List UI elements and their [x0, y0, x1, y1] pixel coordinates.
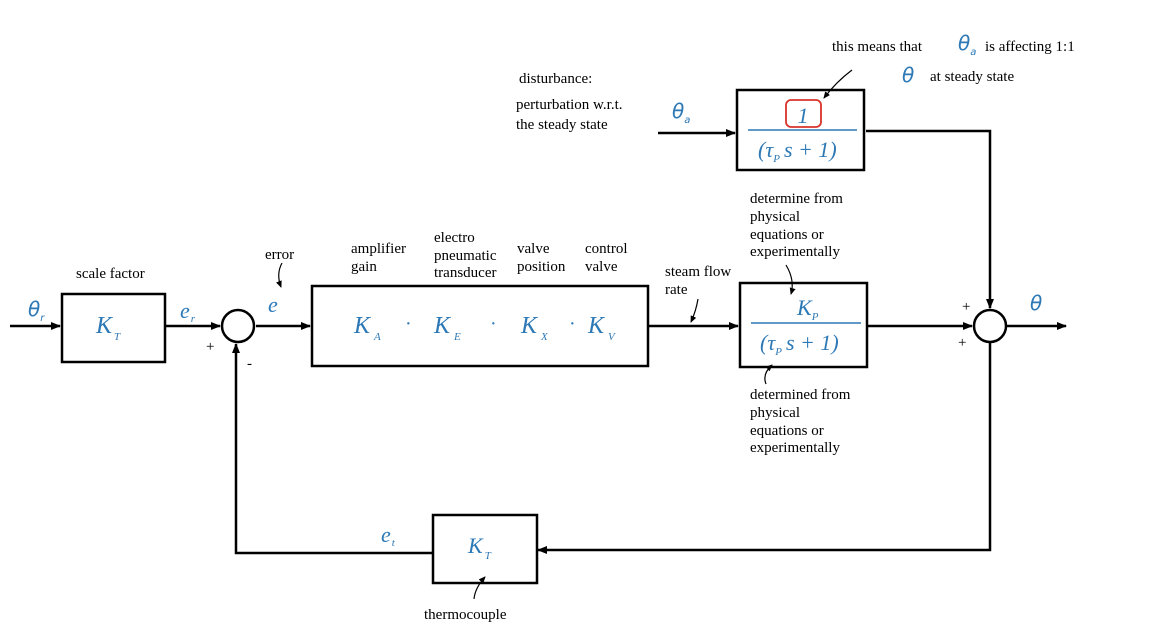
signal-e-t: et [381, 522, 396, 549]
signal-theta-output: θ [1030, 291, 1042, 315]
numerator-highlight [785, 99, 822, 128]
signal-theta-r: θr [28, 297, 45, 324]
pointer-determine [785, 264, 796, 295]
control-valve-label-2: valve [585, 259, 618, 275]
signal-e: e [268, 292, 278, 317]
scale-factor-label: scale factor [76, 266, 145, 282]
disturbance-block [735, 88, 866, 172]
determine-label-3: equations or [750, 227, 824, 243]
sign-plus-disturbance: + [962, 299, 970, 315]
gain-chain-block [310, 284, 650, 368]
signal-theta-a: θa [672, 99, 690, 126]
sign-plus-process: + [958, 335, 966, 351]
sign-minus-feedback: - [247, 356, 252, 372]
error-label: error [265, 247, 294, 263]
disturbance-line1: perturbation w.r.t. [516, 97, 623, 113]
determine-label-2: physical [750, 209, 800, 225]
transducer-label-1: electro [434, 230, 475, 246]
summing-junction-error [220, 308, 256, 344]
note-theta: θ [902, 63, 914, 87]
determined-label-4: experimentally [750, 440, 840, 456]
determined-label-3: equations or [750, 423, 824, 439]
signal-e-r: er [180, 298, 196, 325]
note-theta-a: θa [958, 31, 976, 58]
control-valve-label-1: control [585, 241, 628, 257]
pointer-arrows [276, 69, 853, 600]
thermocouple-block [431, 513, 539, 585]
pointer-steam-flow [690, 298, 699, 323]
thermocouple-label: thermocouple [424, 607, 507, 623]
transducer-label-3: transducer [434, 265, 496, 281]
process-block [738, 281, 869, 369]
disturbance-numerator: 1 [798, 103, 809, 128]
determine-label-1: determine from [750, 191, 843, 207]
determined-label-1: determined from [750, 387, 851, 403]
disturbance-line2: the steady state [516, 117, 608, 133]
note-line2-post: at steady state [930, 69, 1014, 85]
sign-plus-er: + [206, 339, 214, 355]
valve-position-label-1: valve [517, 241, 550, 257]
multiply-dot-2: · [490, 313, 497, 335]
note-line1-post: is affecting 1:1 [985, 39, 1075, 55]
note-line1-pre: this means that [832, 39, 923, 55]
valve-position-label-2: position [517, 259, 566, 275]
pointer-determined [764, 364, 773, 385]
multiply-dot-1: · [405, 313, 412, 335]
process-numerator: KP [796, 295, 819, 323]
disturbance-title: disturbance: [519, 71, 592, 87]
steam-flow-label-2: rate [665, 282, 688, 298]
signal-lines [10, 129, 1067, 555]
disturbance-out-line [866, 129, 994, 309]
multiply-dot-3: · [569, 313, 576, 335]
scale-factor-block [60, 292, 167, 364]
summing-junction-output [972, 308, 1008, 344]
pointer-note [823, 69, 853, 99]
feedback-return-line [232, 343, 432, 555]
amplifier-gain-label-2: gain [351, 259, 377, 275]
determine-label-4: experimentally [750, 244, 840, 260]
amplifier-gain-label-1: amplifier [351, 241, 406, 257]
feedback-line [537, 343, 992, 554]
steam-flow-label-1: steam flow [665, 264, 731, 280]
determined-label-2: physical [750, 405, 800, 421]
transducer-label-2: pneumatic [434, 248, 497, 264]
pointer-error [276, 262, 283, 288]
pointer-thermocouple [473, 576, 486, 600]
